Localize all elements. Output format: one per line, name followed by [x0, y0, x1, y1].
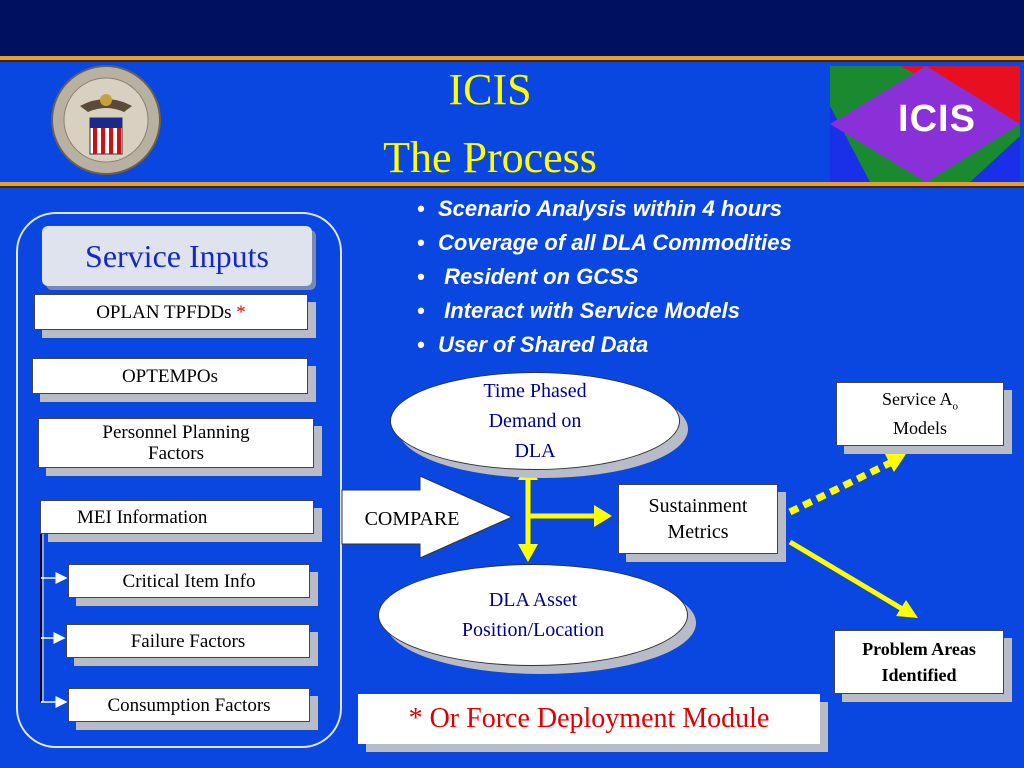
bullet-item: •Scenario Analysis within 4 hours: [404, 192, 792, 226]
mei-information-box: MEI Information: [40, 500, 314, 534]
page-subtitle: The Process: [383, 133, 597, 182]
service-inputs-title: Service Inputs: [42, 226, 312, 286]
bullet-dot-icon: •: [417, 298, 425, 323]
bullet-dot-icon: •: [417, 332, 425, 357]
dla-asset-position-ellipse: DLA Asset Position/Location: [378, 564, 688, 666]
personnel-planning-box: Personnel Planning Factors: [38, 418, 314, 468]
time-phased-demand-ellipse: Time Phased Demand on DLA: [390, 372, 680, 470]
service-ao-models-box: Service Ao Models: [836, 382, 1004, 446]
icis-logo: ICIS: [830, 66, 1020, 182]
sustainment-metrics-box: Sustainment Metrics: [618, 484, 778, 554]
bullet-dot-icon: •: [417, 264, 425, 289]
footnote-box: * Or Force Deployment Module: [358, 694, 820, 744]
bullet-dot-icon: •: [417, 196, 425, 221]
header-rule-bottom-shadow: [0, 186, 1024, 188]
failure-factors-box: Failure Factors: [66, 624, 310, 658]
compare-arrow-shape: [341, 475, 514, 559]
critical-item-info-box: Critical Item Info: [68, 564, 310, 598]
compare-label: COMPARE: [364, 508, 460, 530]
oplan-tpfdds-box: OPLAN TPFDDs *: [34, 294, 308, 330]
bullet-dot-icon: •: [417, 230, 425, 255]
dla-seal-logo: [50, 62, 162, 178]
problem-areas-box: Problem Areas Identified: [834, 630, 1004, 694]
header-rule-top-shadow: [0, 60, 1024, 62]
bullet-item: •Coverage of all DLA Commodities: [404, 226, 792, 260]
header-rule-bottom: [0, 182, 1024, 186]
bullet-item: • Resident on GCSS: [404, 260, 792, 294]
top-band: [0, 0, 1024, 56]
footnote-marker: *: [236, 301, 246, 323]
page-title: ICIS: [448, 65, 532, 114]
bullet-item: • Interact with Service Models: [404, 294, 792, 328]
icis-logo-text: ICIS: [898, 98, 976, 140]
bullet-item: •User of Shared Data: [404, 328, 792, 362]
optempos-box: OPTEMPOs: [32, 358, 308, 394]
consumption-factors-box: Consumption Factors: [68, 688, 310, 722]
feature-bullet-list: •Scenario Analysis within 4 hours •Cover…: [404, 192, 792, 362]
service-inputs-panel: [16, 212, 342, 748]
header-rule-top: [0, 56, 1024, 60]
